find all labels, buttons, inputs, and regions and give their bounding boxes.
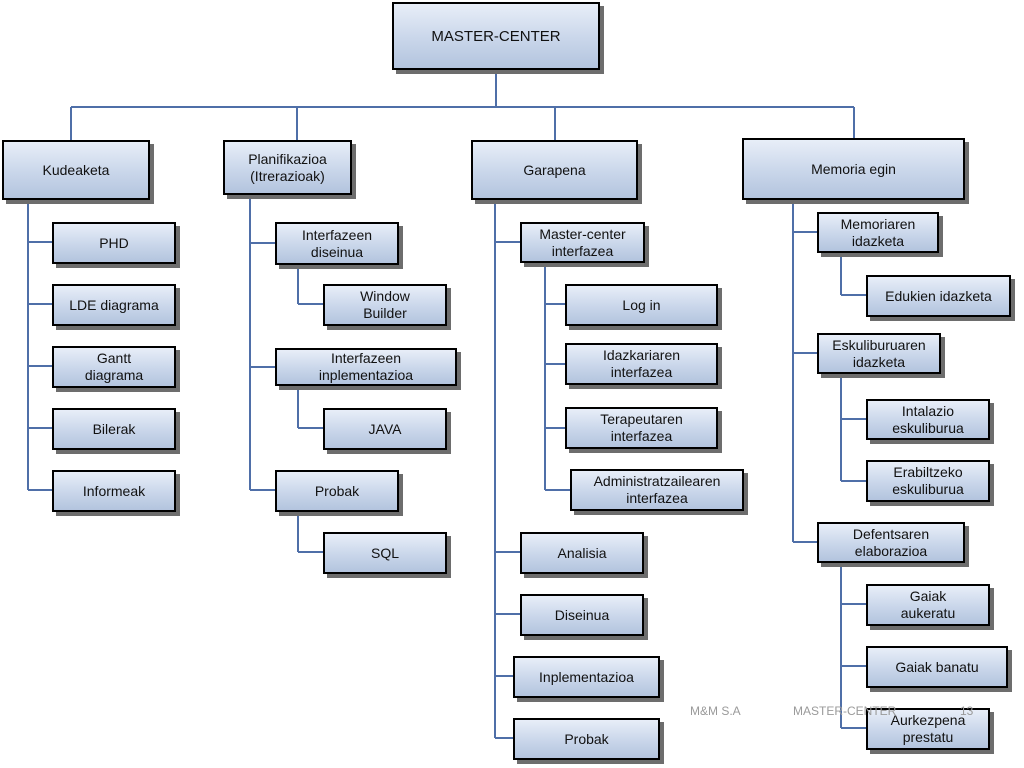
node-phd: PHD bbox=[52, 222, 176, 264]
node-interfazeen-inplementazioa: Interfazeen inplementazioa bbox=[275, 348, 457, 386]
node-interfazeen-diseinua: Interfazeen diseinua bbox=[275, 222, 399, 265]
node-intalazio-eskuliburua: Intalazio eskuliburua bbox=[866, 399, 990, 440]
node-defentsaren-elaborazioa: Defentsaren elaborazioa bbox=[817, 522, 965, 563]
node-erabiltzeko-eskuliburua: Erabiltzeko eskuliburua bbox=[866, 460, 990, 502]
node-gantt-diagrama: Gantt diagrama bbox=[52, 346, 176, 388]
node-inplementazioa: Inplementazioa bbox=[513, 656, 660, 698]
node-master-center-interfazea: Master-center interfazea bbox=[520, 222, 645, 263]
node-gaiak-aukeratu: Gaiak aukeratu bbox=[866, 584, 990, 626]
node-master-center: MASTER-CENTER bbox=[392, 2, 600, 70]
node-sql: SQL bbox=[323, 532, 447, 574]
node-terapeutaren-interfazea: Terapeutaren interfazea bbox=[565, 407, 718, 449]
node-idazkariaren-interfazea: Idazkariaren interfazea bbox=[565, 343, 718, 385]
footer-project: MASTER-CENTER bbox=[793, 704, 897, 718]
footer-page-number: 13 bbox=[960, 704, 974, 718]
node-planifikazioa: Planifikazioa (Itrerazioak) bbox=[223, 140, 352, 195]
node-bilerak: Bilerak bbox=[52, 408, 176, 450]
node-diseinua: Diseinua bbox=[520, 594, 644, 636]
node-probak-planifikazioa: Probak bbox=[275, 470, 399, 512]
node-informeak: Informeak bbox=[52, 470, 176, 512]
node-eskuliburuaren-idazketa: Eskuliburuaren idazketa bbox=[817, 333, 941, 374]
node-kudeaketa: Kudeaketa bbox=[2, 140, 150, 200]
node-java: JAVA bbox=[323, 408, 447, 450]
node-lde-diagrama: LDE diagrama bbox=[52, 284, 176, 326]
node-garapena: Garapena bbox=[471, 140, 638, 200]
node-probak-garapena: Probak bbox=[513, 718, 660, 760]
node-memoriaren-idazketa: Memoriaren idazketa bbox=[817, 212, 939, 253]
node-gaiak-banatu: Gaiak banatu bbox=[866, 646, 1008, 688]
node-administratzailearen-interfazea: Administratzailearen interfazea bbox=[570, 469, 744, 511]
node-log-in: Log in bbox=[565, 284, 718, 326]
node-memoria-egin: Memoria egin bbox=[742, 138, 965, 200]
footer-company: M&M S.A bbox=[690, 704, 741, 718]
node-analisia: Analisia bbox=[520, 532, 644, 574]
node-aurkezpena-prestatu: Aurkezpena prestatu bbox=[866, 708, 990, 750]
node-window-builder: Window Builder bbox=[323, 284, 447, 326]
node-edukien-idazketa: Edukien idazketa bbox=[866, 275, 1011, 317]
